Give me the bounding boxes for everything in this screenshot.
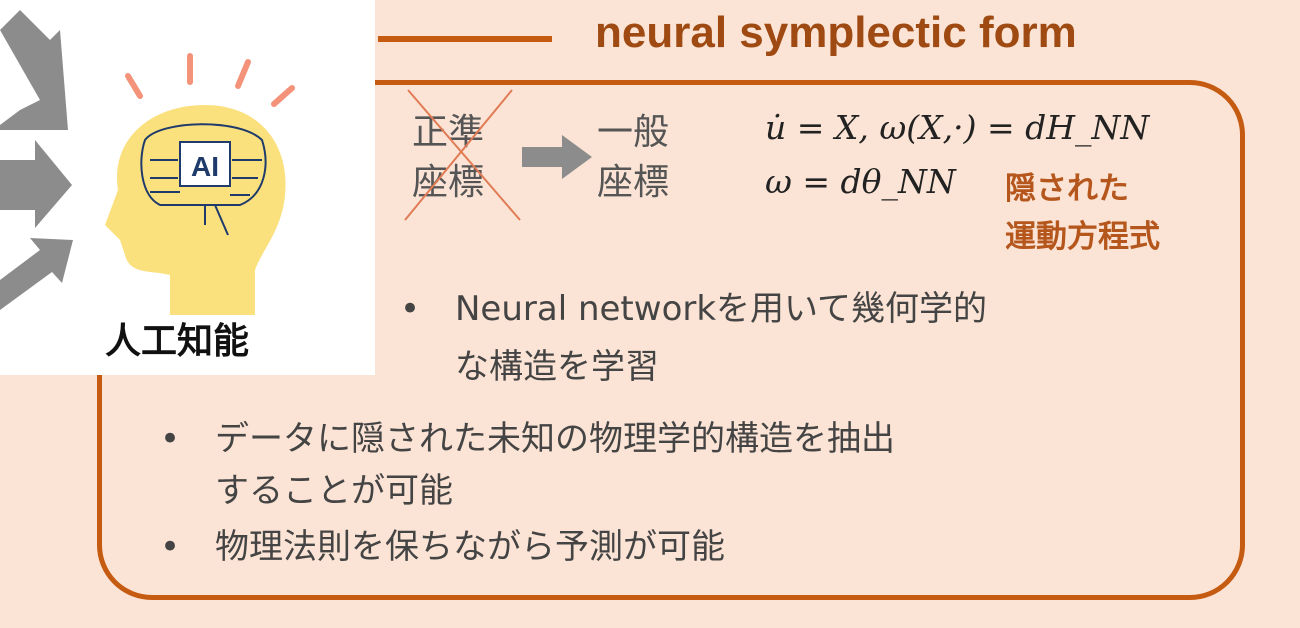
bullet-item: • データに隠された未知の物理学的構造を抽出 することが可能 xyxy=(160,410,895,511)
circuit-brain-icon xyxy=(140,123,267,236)
bullet-item: • Neural networkを用いて幾何学的 な構造を学習 xyxy=(400,280,987,387)
bullet-text: することが可能 xyxy=(215,471,453,511)
bullet-marker: • xyxy=(400,289,421,329)
hidden-equation-label: 隠された 運動方程式 xyxy=(1005,165,1160,261)
page-title: neural symplectic form xyxy=(595,8,1077,57)
canonical-coordinates: 正準 座標 xyxy=(412,108,484,208)
equation-2: ω = dθ_NN xyxy=(765,162,956,201)
ai-chip-icon xyxy=(179,141,231,187)
bullet-marker: • xyxy=(160,419,181,459)
right-arrow-icon xyxy=(522,135,592,179)
bullet-text: な構造を学習 xyxy=(455,347,659,387)
general-coordinates: 一般 座標 xyxy=(597,108,669,208)
equation-1: u̇ = X, ω(X,·) = dH_NN xyxy=(765,108,1150,147)
input-arrows-icon xyxy=(0,10,73,310)
head-icon xyxy=(105,105,286,315)
idea-rays-icon xyxy=(125,53,295,107)
cross-out-icon xyxy=(404,89,521,221)
bullet-item: • 物理法則を保ちながら予測が可能 xyxy=(160,518,725,576)
ai-panel: AI 人工知能 xyxy=(0,0,375,375)
hidden-label-line1: 隠された xyxy=(1005,171,1129,207)
hidden-label-line2: 運動方程式 xyxy=(1005,219,1160,255)
title-rule xyxy=(378,36,552,42)
bullet-text: データに隠された未知の物理学的構造を抽出 xyxy=(215,419,895,459)
ai-head-illustration: AI xyxy=(0,10,295,315)
bullet-text: Neural networkを用いて幾何学的 xyxy=(455,289,988,329)
general-line1: 一般 xyxy=(597,112,670,153)
general-line2: 座標 xyxy=(597,162,670,203)
crossed-line1: 正準 xyxy=(412,112,485,153)
bullet-text: 物理法則を保ちながら予測が可能 xyxy=(215,527,725,567)
ai-chip-label: AI xyxy=(191,151,219,182)
bullet-marker: • xyxy=(160,527,181,567)
ai-label: 人工知能 xyxy=(105,321,250,362)
